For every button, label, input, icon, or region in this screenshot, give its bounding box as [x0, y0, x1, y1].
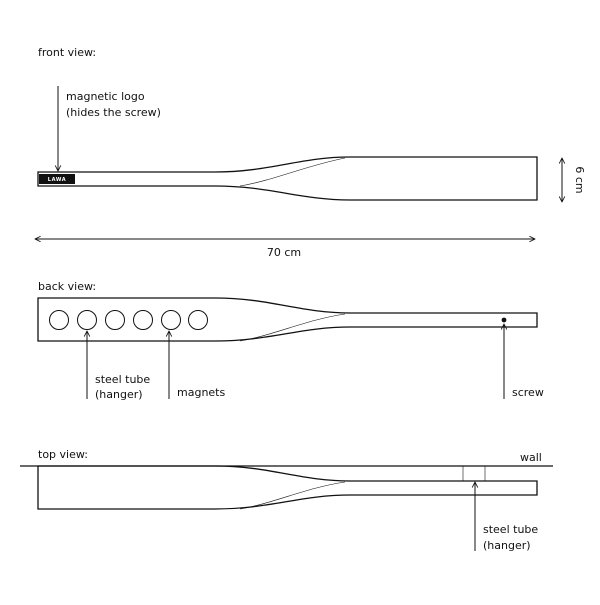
magnets-label: magnets [177, 386, 225, 399]
screw-label: screw [512, 386, 544, 399]
wall-label: wall [520, 451, 542, 464]
front-view: front view: magnetic logo (hides the scr… [35, 46, 586, 259]
height-dimension-label: 6 cm [573, 166, 586, 193]
hole-3 [105, 310, 125, 330]
hole-6 [188, 310, 208, 330]
length-dimension-label: 70 cm [267, 246, 301, 259]
top-bevel-line [239, 481, 346, 510]
top-steel-tube-label: steel tube [483, 523, 538, 536]
back-paddle-outline [37, 297, 538, 342]
top-hanger-label: (hanger) [483, 539, 531, 552]
back-hanger-label: (hanger) [95, 388, 143, 401]
magnetic-logo-label: magnetic logo [66, 90, 145, 103]
front-view-title: front view: [38, 46, 96, 59]
front-paddle-outline [37, 156, 538, 201]
hole-4 [133, 310, 153, 330]
back-view: back view: steel tube (hanger) magnets s… [37, 280, 544, 401]
hole-5 [161, 310, 181, 330]
top-paddle-outline [37, 465, 538, 510]
top-view-title: top view: [38, 448, 88, 461]
screw-dot [501, 317, 507, 323]
hole-2 [77, 310, 97, 330]
back-view-title: back view: [38, 280, 96, 293]
back-bevel-line [239, 313, 346, 342]
top-view: top view: wall steel tube (hanger) [20, 448, 553, 552]
lawa-logo-text: LAWA [48, 177, 66, 183]
lawa-logo-badge [39, 174, 75, 184]
back-steel-tube-label: steel tube [95, 373, 150, 386]
front-bevel-line [239, 157, 346, 187]
hole-1 [49, 310, 69, 330]
hides-screw-label: (hides the screw) [66, 106, 161, 119]
